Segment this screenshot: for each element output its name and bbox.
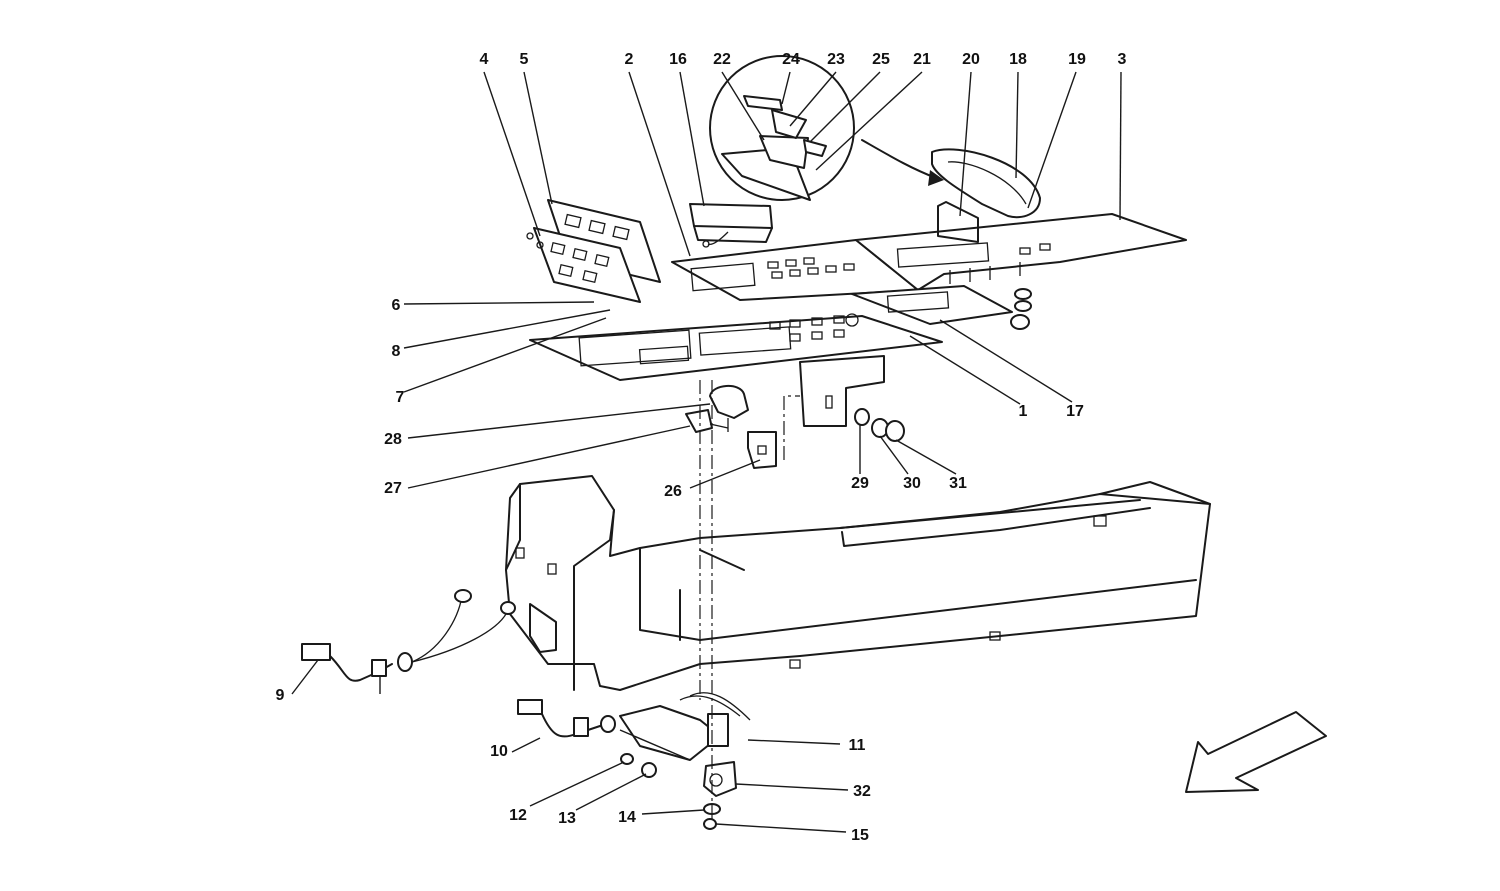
callout-24: 24 bbox=[782, 51, 800, 68]
callout-11: 11 bbox=[849, 737, 866, 754]
callout-31: 31 bbox=[949, 475, 967, 492]
tray-fasteners bbox=[1010, 288, 1032, 330]
callout-32: 32 bbox=[853, 783, 871, 800]
callout-14: 14 bbox=[618, 809, 636, 826]
callout-23: 23 bbox=[827, 51, 845, 68]
part-12-washer bbox=[620, 753, 634, 765]
callout-29: 29 bbox=[851, 475, 869, 492]
part-2-trim-plate bbox=[671, 239, 919, 301]
callout-13: 13 bbox=[558, 810, 576, 827]
part-28-clip bbox=[709, 385, 749, 432]
part-1-lower-trim-plate bbox=[529, 313, 943, 381]
leader-lines bbox=[291, 71, 1122, 833]
part-31-nut bbox=[885, 420, 905, 442]
part-16-switch-box bbox=[689, 203, 773, 248]
callout-9: 9 bbox=[276, 687, 285, 704]
callout-19: 19 bbox=[1068, 51, 1086, 68]
callout-26: 26 bbox=[664, 483, 682, 500]
part-29-washer bbox=[854, 408, 870, 426]
callout-15: 15 bbox=[851, 827, 869, 844]
part-9-harness bbox=[301, 589, 516, 682]
callout-5: 5 bbox=[520, 51, 529, 68]
part-26-bracket bbox=[747, 431, 777, 469]
callout-4: 4 bbox=[480, 51, 489, 68]
assembly-centerlines bbox=[699, 380, 800, 820]
center-console-tunnel bbox=[505, 475, 1211, 691]
detail-magnifier bbox=[709, 55, 944, 201]
callout-22: 22 bbox=[713, 51, 731, 68]
part-17-support-plate bbox=[851, 285, 1013, 325]
part-3-rear-tray bbox=[855, 213, 1187, 291]
callout-1: 1 bbox=[1019, 403, 1028, 420]
callout-16: 16 bbox=[669, 51, 687, 68]
callout-25: 25 bbox=[872, 51, 890, 68]
callout-30: 30 bbox=[903, 475, 921, 492]
callout-12: 12 bbox=[509, 807, 527, 824]
part-1-bracket bbox=[799, 355, 885, 427]
callout-2: 2 bbox=[625, 51, 634, 68]
part-27-clip bbox=[685, 409, 729, 433]
callout-21: 21 bbox=[913, 51, 931, 68]
callout-27: 27 bbox=[384, 480, 402, 497]
part-10-harness bbox=[517, 692, 751, 761]
callout-6: 6 bbox=[392, 297, 401, 314]
callout-10: 10 bbox=[490, 743, 508, 760]
callout-labels: 4 5 2 16 22 24 23 25 21 20 18 19 3 6 8 7… bbox=[276, 51, 1127, 844]
callout-28: 28 bbox=[384, 431, 402, 448]
part-32-clamp bbox=[703, 761, 737, 797]
callout-20: 20 bbox=[962, 51, 980, 68]
callout-7: 7 bbox=[396, 389, 405, 406]
callout-17: 17 bbox=[1066, 403, 1084, 420]
front-direction-arrow-icon bbox=[1185, 711, 1327, 793]
callout-8: 8 bbox=[392, 343, 401, 360]
callout-18: 18 bbox=[1009, 51, 1027, 68]
part-18-ashtray bbox=[931, 148, 1041, 243]
part-4-switch-plate bbox=[526, 227, 641, 303]
part-15-screw bbox=[703, 818, 717, 830]
callout-3: 3 bbox=[1118, 51, 1127, 68]
